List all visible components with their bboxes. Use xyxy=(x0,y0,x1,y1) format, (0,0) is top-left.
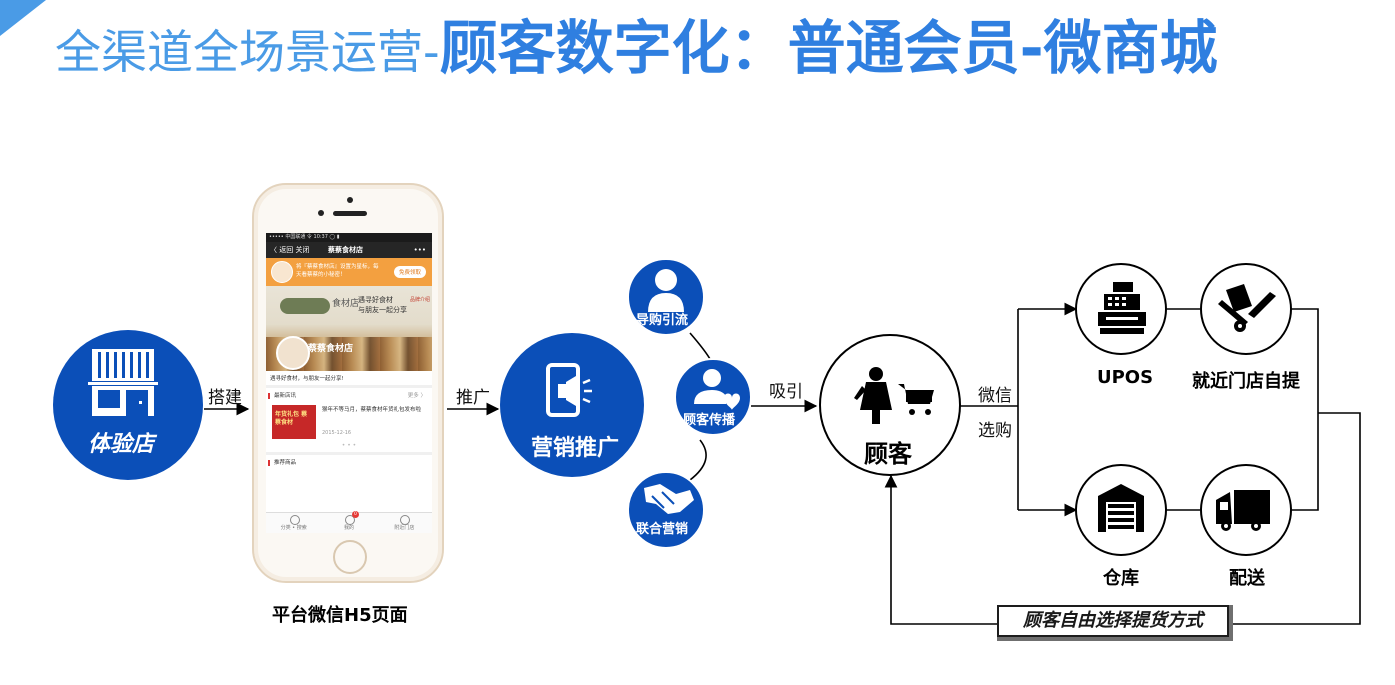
shopper-cart-icon xyxy=(854,367,934,424)
label-attract: 吸引 xyxy=(769,382,803,402)
carousel-dots: • • • xyxy=(341,442,357,449)
news-item[interactable]: 年货礼包 蔡蔡食材 猴年不等马月，蔡蔡食材年货礼包发布啦 2015-12-16 xyxy=(266,402,432,442)
phone-mockup: ••••• 中国联通 令 10:37 ◯ ▮ 〈 返回 关闭 蔡蔡食材店 •••… xyxy=(252,183,444,583)
slogan-line2: 与朋友一起分享 xyxy=(358,306,407,314)
phone-speaker-icon xyxy=(546,363,592,417)
more-menu-icon[interactable]: ••• xyxy=(413,246,426,254)
truck-icon xyxy=(1216,490,1270,531)
tab-category-search[interactable]: 分类 • 搜索 xyxy=(266,513,321,533)
shop-logo-text: 食材店 xyxy=(332,299,360,309)
news-section: 最新店讯 更多 〉 xyxy=(266,385,432,402)
banner-text: 将『蔡蔡食材店』设置为星标，每天看蔡蔡的小秘密！ xyxy=(296,264,379,278)
edge-spread-joint xyxy=(689,439,707,481)
customer-label: 顾客 xyxy=(864,440,912,468)
shop-slogan: 遇寻好食材 与朋友一起分享 xyxy=(358,295,407,315)
label-build: 搭建 xyxy=(208,388,242,408)
upos-label: UPOS xyxy=(1097,367,1154,388)
shop-hero: 食材店 遇寻好食材 与朋友一起分享 品牌介绍 蔡蔡食材店 xyxy=(266,286,432,371)
news-thumb-text: 年货礼包 蔡蔡食材 xyxy=(275,411,308,426)
tab-nearby-store[interactable]: 附近门店 xyxy=(377,513,432,533)
label-promote: 推广 xyxy=(456,388,490,408)
tab-mine-label: 我的 xyxy=(343,525,354,531)
page-title: 全渠道全场景运营-顾客数字化：普通会员-微商城 xyxy=(55,8,1218,103)
shop-title: 蔡蔡食材店 xyxy=(328,246,363,254)
hand-truck-icon xyxy=(1218,284,1276,332)
bottom-tab-bar: 分类 • 搜索 我的 0 附近门店 xyxy=(266,511,432,533)
handshake-icon xyxy=(644,484,694,514)
guide-label: 导购引流 xyxy=(636,313,689,328)
pickup-choice-box: 顾客自由选择提货方式 xyxy=(997,605,1233,641)
banner-button[interactable]: 免费领取 xyxy=(393,266,426,278)
connectors xyxy=(204,302,1361,625)
nearby-node xyxy=(1200,263,1292,355)
recommend-section: 推荐商品 xyxy=(266,452,432,469)
slogan-line1: 遇寻好食材 xyxy=(358,296,393,304)
marketing-label: 营销推广 xyxy=(531,436,620,461)
tab-mine[interactable]: 我的 0 xyxy=(321,511,376,533)
title-bold: 顾客数字化：普通会员-微商城 xyxy=(439,14,1218,82)
title-light: 全渠道全场景运营- xyxy=(55,25,440,79)
store-label: 体验店 xyxy=(88,432,155,457)
spread-label: 顾客传播 xyxy=(683,413,736,428)
news-date: 2015-12-16 xyxy=(322,430,352,436)
joint-label: 联合营销 xyxy=(636,522,689,537)
cash-register-icon xyxy=(1098,282,1146,334)
recommend-section-title: 推荐商品 xyxy=(274,460,297,466)
corner-decoration xyxy=(0,0,46,36)
news-more-link[interactable]: 更多 〉 xyxy=(407,393,426,399)
phone-screen: ••••• 中国联通 令 10:37 ◯ ▮ 〈 返回 关闭 蔡蔡食材店 •••… xyxy=(266,233,432,533)
heart-person-icon xyxy=(694,369,740,410)
news-title: 猴年不等马月，蔡蔡食材年货礼包发布啦 xyxy=(322,407,422,413)
news-section-title: 最新店讯 xyxy=(274,393,297,399)
nearby-label: 就近门店自提 xyxy=(1192,371,1300,392)
phone-speaker xyxy=(333,211,367,216)
shop-avatar xyxy=(276,336,310,370)
phone-caption: 平台微信H5页面 xyxy=(272,605,408,626)
edge-return-right xyxy=(1233,412,1361,625)
news-thumbnail: 年货礼包 蔡蔡食材 xyxy=(272,405,316,439)
status-bar: ••••• 中国联通 令 10:37 ◯ ▮ xyxy=(266,233,432,242)
shop-name: 蔡蔡食材店 xyxy=(308,344,354,354)
marketing-node xyxy=(500,333,644,477)
person-icon xyxy=(648,269,684,312)
brand-tag[interactable]: 品牌介绍 xyxy=(409,297,430,303)
shop-intro: 遇寻好食材，与朋友一起分享! xyxy=(270,376,344,382)
delivery-label: 配送 xyxy=(1229,568,1265,589)
warehouse-icon xyxy=(1098,484,1144,532)
cart-badge: 0 xyxy=(351,511,359,518)
pickup-choice-label: 顾客自由选择提货方式 xyxy=(997,605,1229,637)
label-wechat: 微信 xyxy=(978,386,1012,406)
warehouse-label: 仓库 xyxy=(1103,568,1139,589)
storefront-icon xyxy=(88,349,158,416)
phone-sensor xyxy=(318,210,324,216)
follow-banner: 将『蔡蔡食材店』设置为星标，每天看蔡蔡的小秘密！ 免费领取 xyxy=(266,258,432,286)
back-button[interactable]: 〈 返回 关闭 xyxy=(270,246,310,254)
edge-return-left xyxy=(884,474,997,625)
wechat-nav-bar: 〈 返回 关闭 蔡蔡食材店 ••• xyxy=(266,242,432,258)
home-button[interactable] xyxy=(333,540,367,574)
edge-right-bracket xyxy=(1290,308,1319,511)
banner-avatar xyxy=(271,261,293,283)
shop-logo xyxy=(280,298,330,314)
label-select: 选购 xyxy=(978,421,1012,441)
phone-camera xyxy=(347,197,353,203)
